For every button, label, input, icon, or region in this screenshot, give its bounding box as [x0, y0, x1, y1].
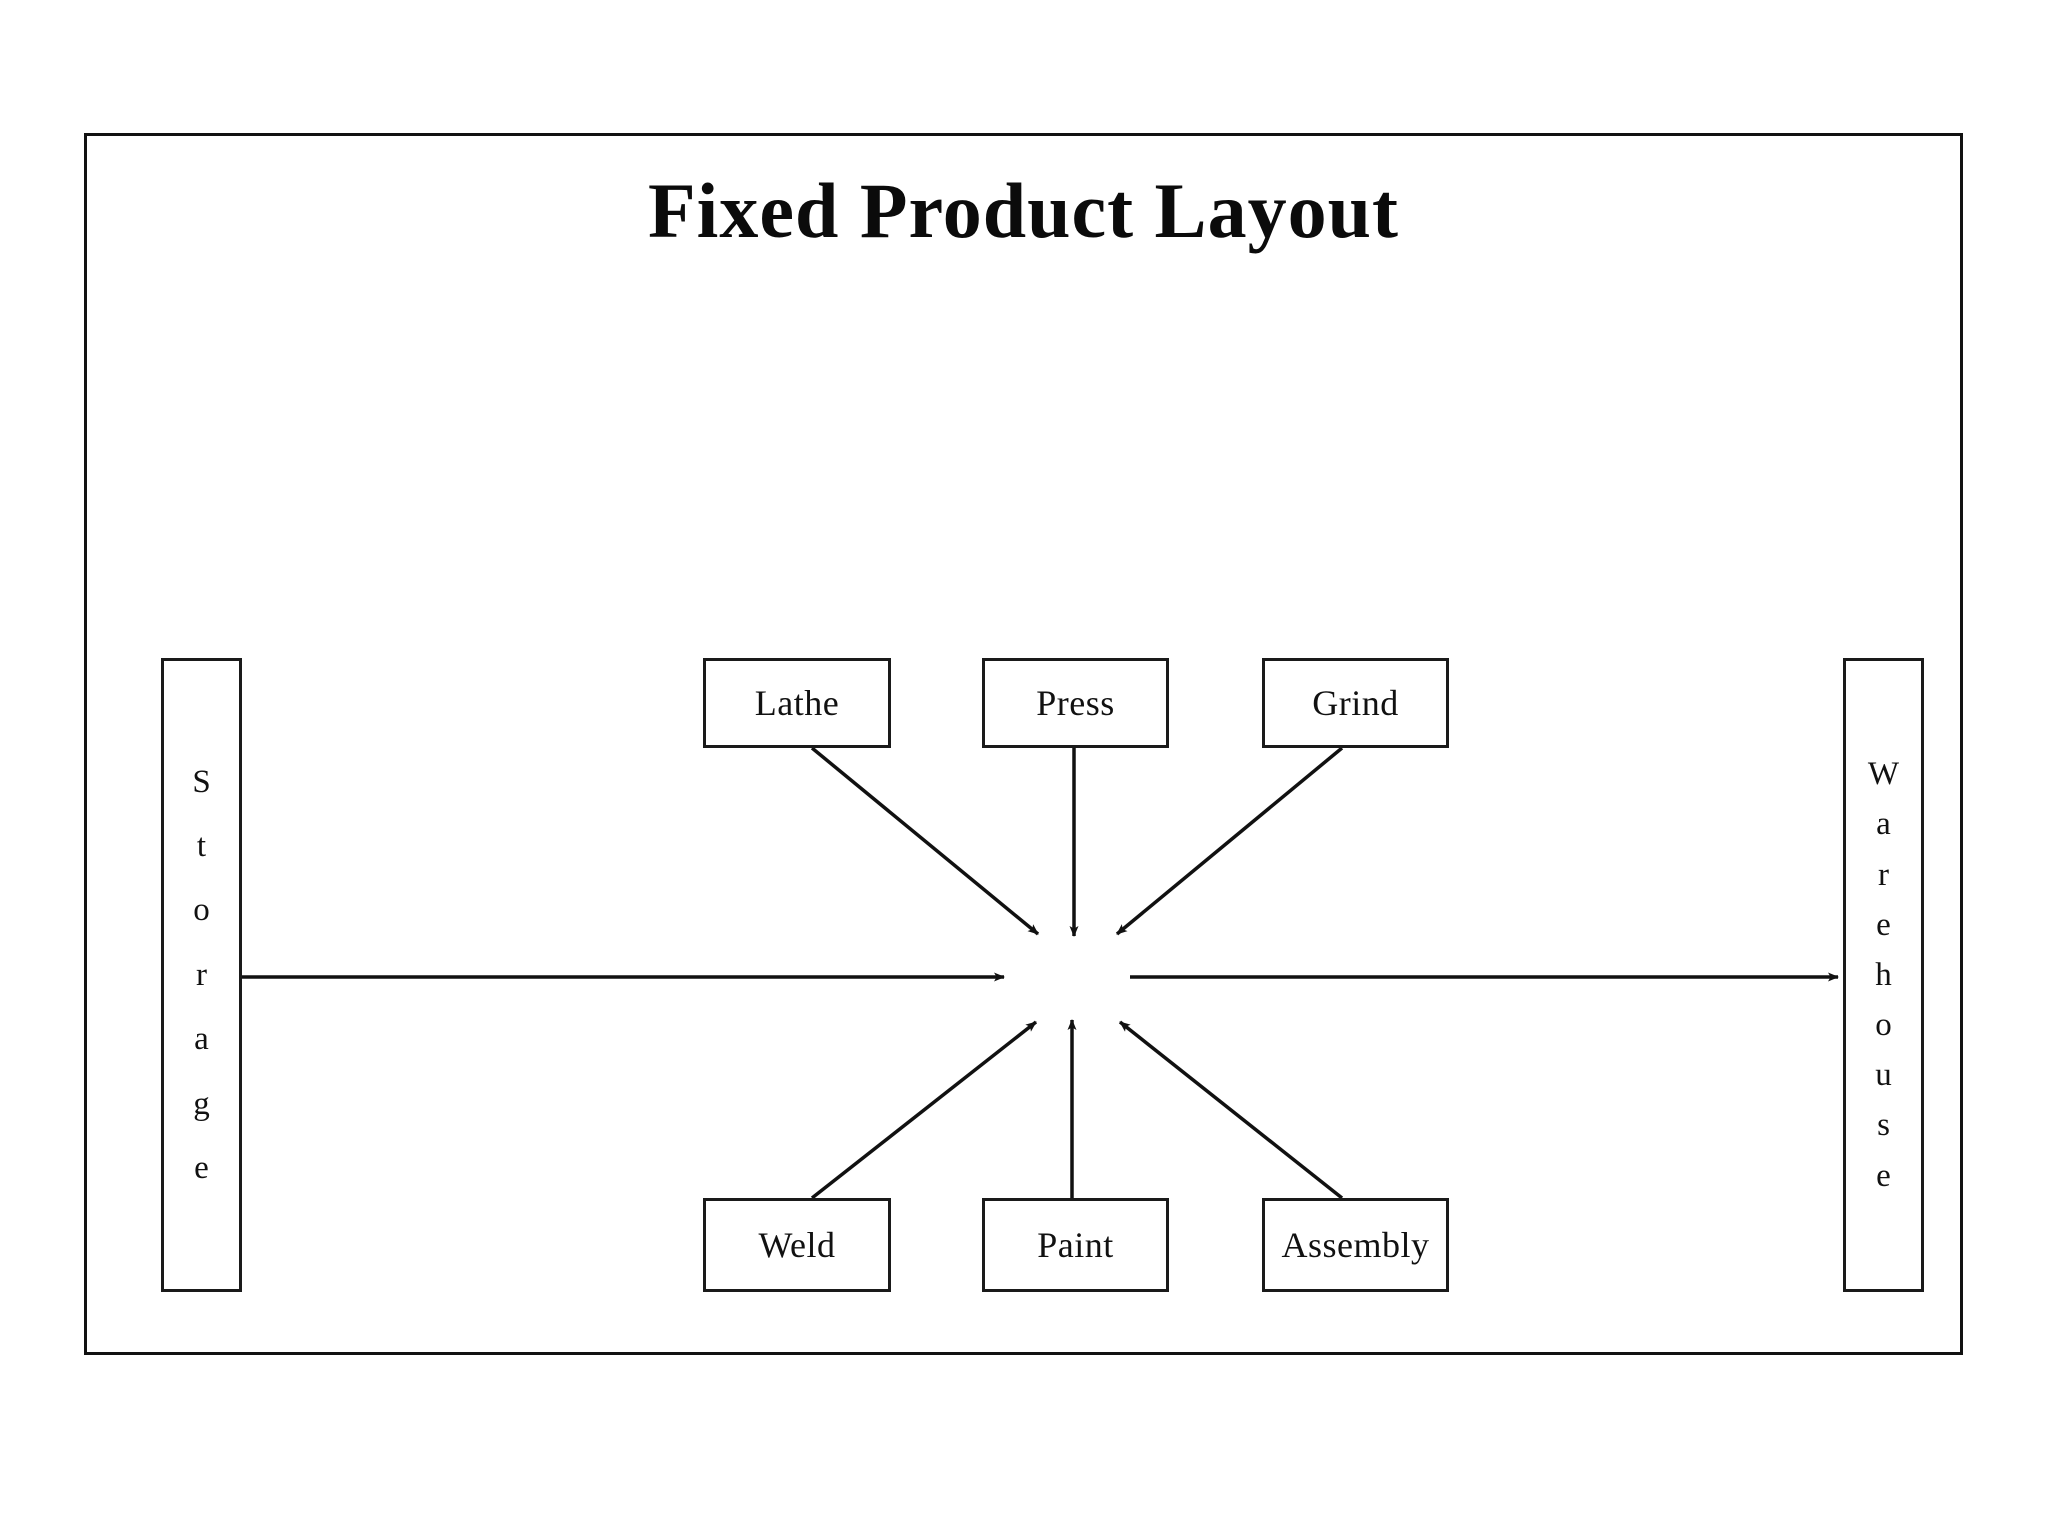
node-warehouse[interactable]: W a r e h o u s e — [1843, 658, 1924, 1292]
node-weld[interactable]: Weld — [703, 1198, 891, 1292]
warehouse-letter-5: o — [1875, 1007, 1892, 1044]
node-grind-label: Grind — [1312, 683, 1399, 723]
warehouse-letter-2: r — [1878, 856, 1889, 893]
storage-letter-3: r — [195, 956, 207, 993]
warehouse-letter-7: s — [1877, 1107, 1890, 1144]
node-paint[interactable]: Paint — [982, 1198, 1169, 1292]
warehouse-letter-3: e — [1876, 906, 1891, 943]
warehouse-vertical-label: W a r e h o u s e — [1868, 749, 1899, 1200]
warehouse-letter-0: W — [1867, 756, 1900, 793]
warehouse-letter-4: h — [1875, 956, 1892, 993]
node-press-label: Press — [1036, 683, 1115, 723]
node-grind[interactable]: Grind — [1262, 658, 1449, 748]
node-weld-label: Weld — [758, 1225, 836, 1265]
node-press[interactable]: Press — [982, 658, 1169, 748]
node-lathe[interactable]: Lathe — [703, 658, 891, 748]
warehouse-letter-1: a — [1876, 806, 1891, 843]
warehouse-letter-6: u — [1875, 1057, 1892, 1094]
node-storage[interactable]: S t o r a g e — [161, 658, 242, 1292]
page-title: Fixed Product Layout — [648, 167, 1399, 254]
node-lathe-label: Lathe — [754, 683, 840, 723]
node-paint-label: Paint — [1037, 1225, 1114, 1265]
storage-letter-5: g — [193, 1085, 210, 1122]
storage-letter-6: e — [194, 1149, 209, 1186]
storage-letter-2: o — [193, 892, 210, 929]
warehouse-letter-8: e — [1876, 1157, 1891, 1194]
storage-letter-1: t — [196, 828, 207, 865]
storage-letter-0: S — [192, 763, 211, 800]
storage-letter-4: a — [194, 1021, 209, 1058]
node-assembly[interactable]: Assembly — [1262, 1198, 1449, 1292]
storage-vertical-label: S t o r a g e — [192, 750, 210, 1200]
node-assembly-label: Assembly — [1281, 1225, 1430, 1265]
